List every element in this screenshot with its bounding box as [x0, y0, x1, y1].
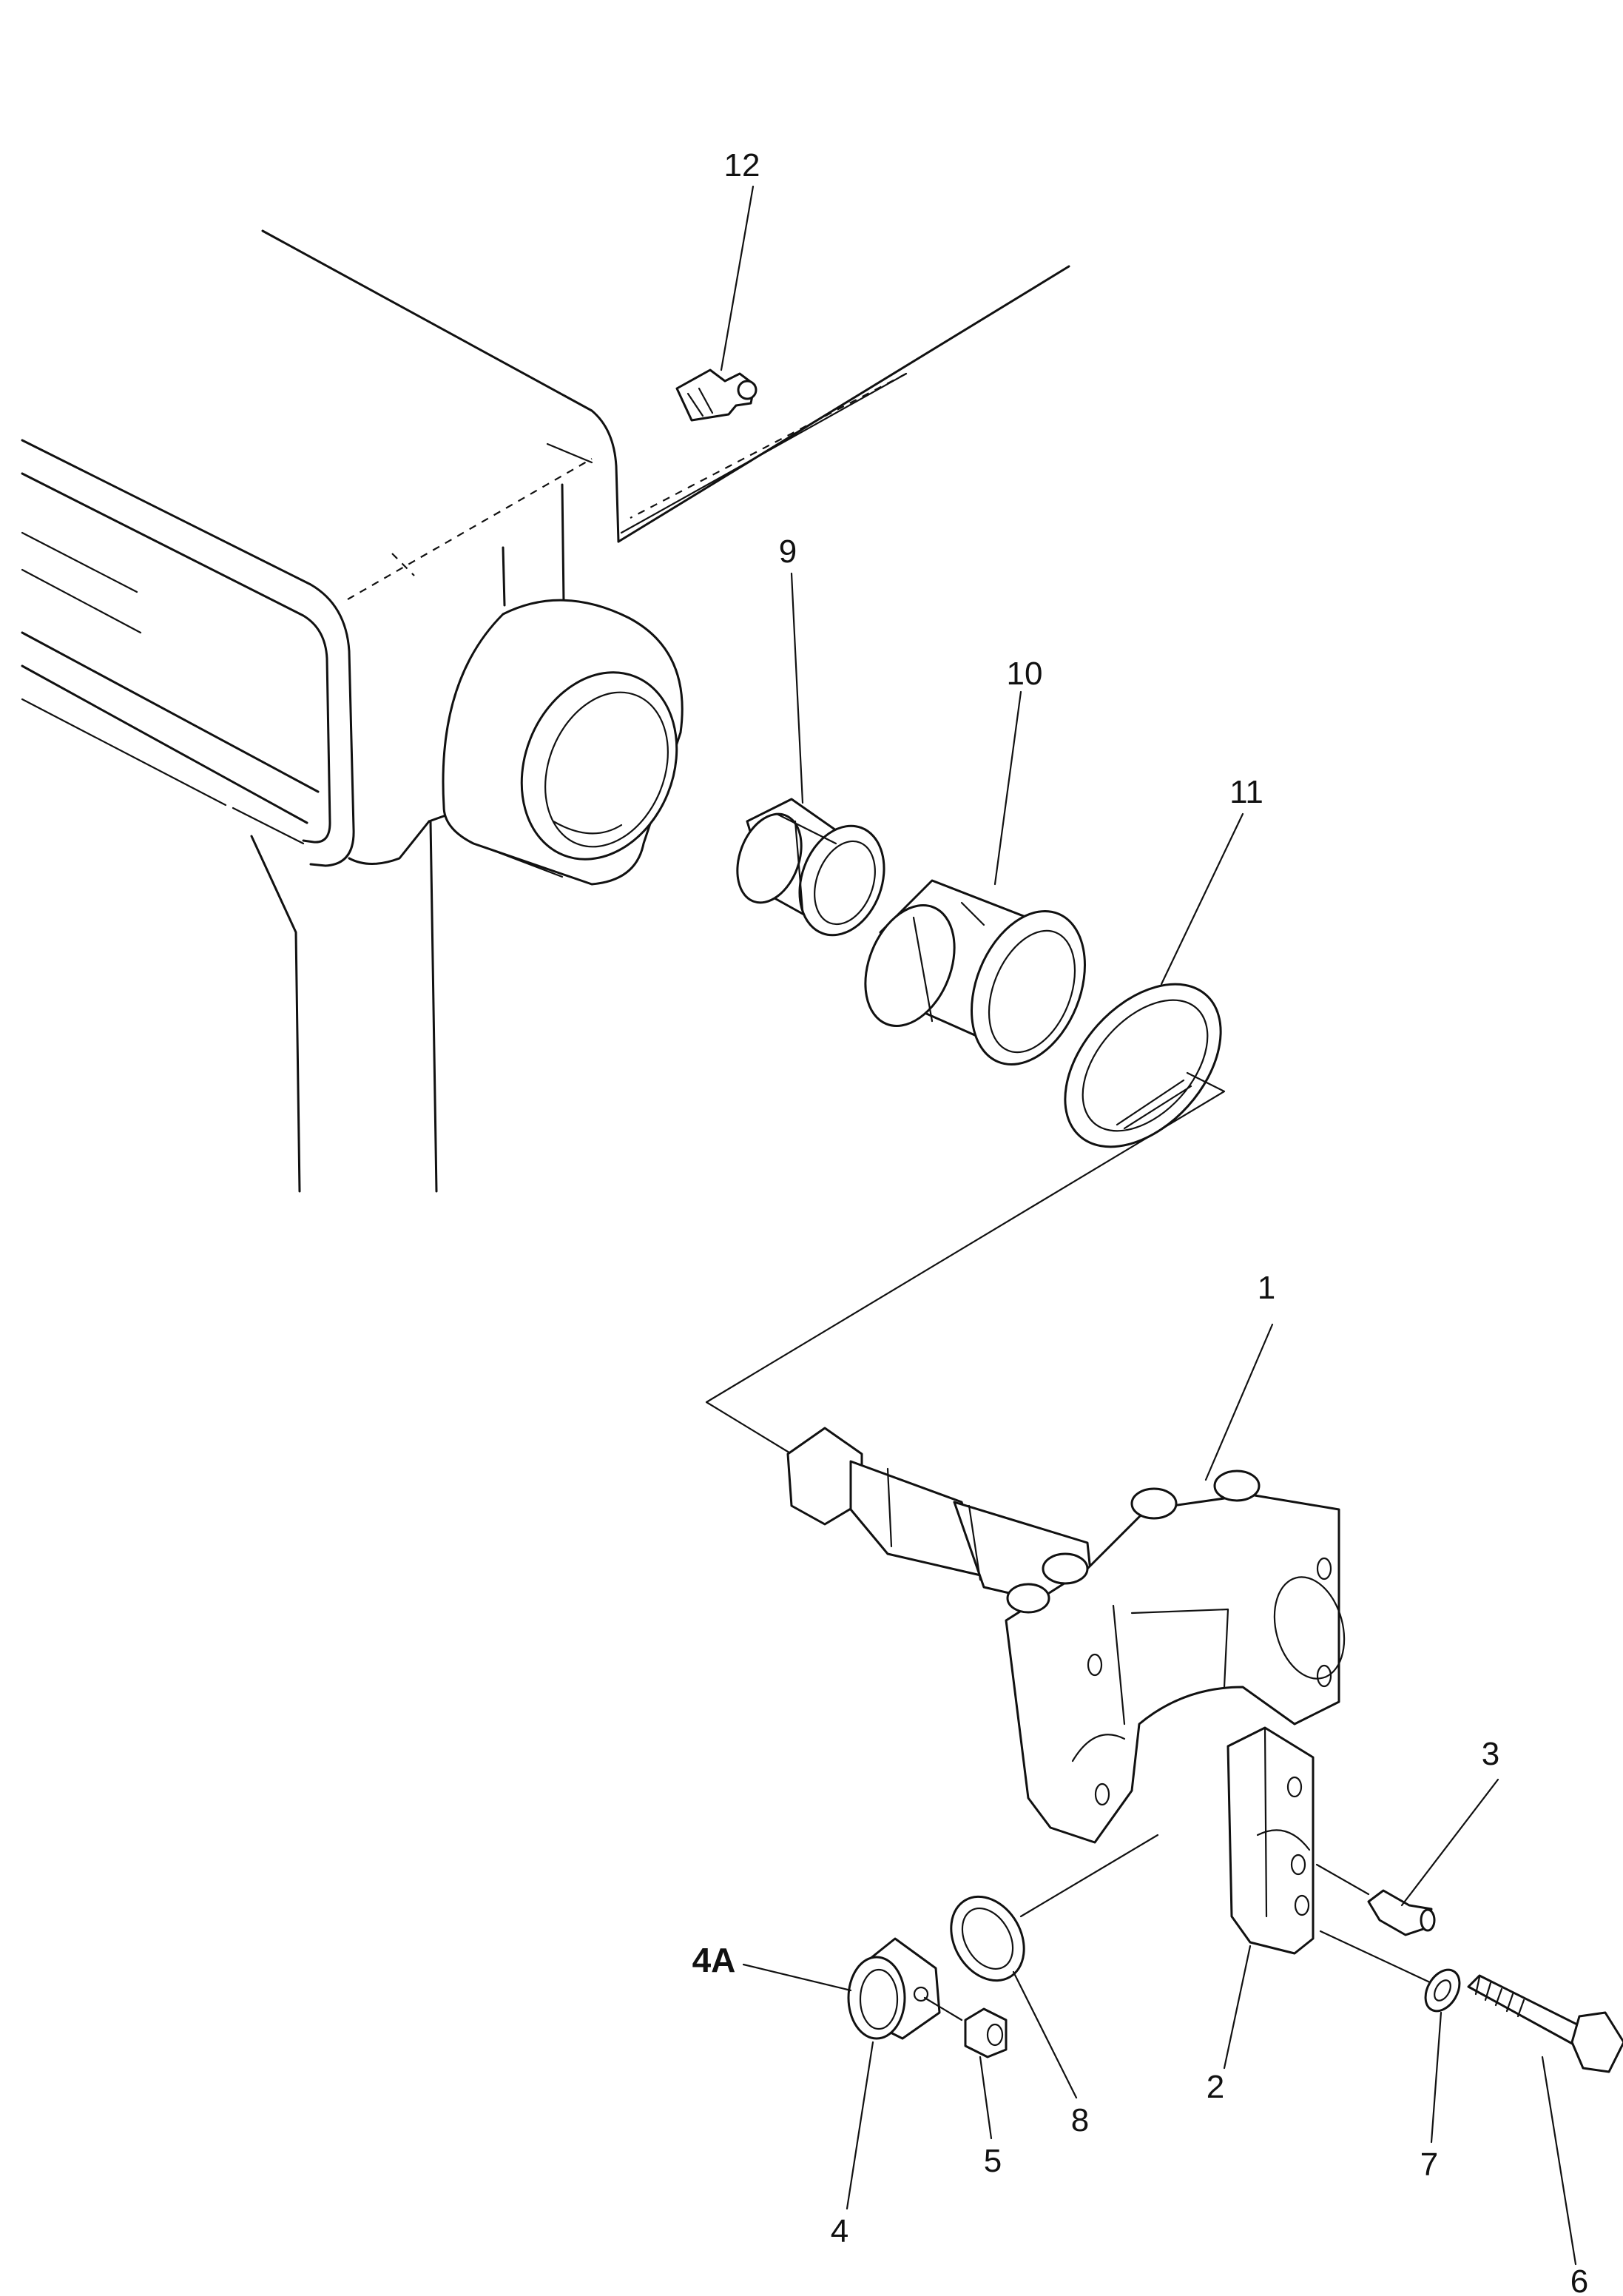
part-11-seal-ring	[1064, 983, 1222, 1148]
frame-structure	[21, 229, 1070, 1193]
callout-3: 3	[1482, 1736, 1499, 1772]
part-4-bushing	[847, 1937, 941, 2040]
callout-5: 5	[984, 2143, 1002, 2179]
callout-9: 9	[779, 533, 797, 570]
part-10-sleeve	[864, 879, 1086, 1066]
assembly-guide-line	[705, 1071, 1226, 1455]
part-9-bushing	[736, 798, 885, 937]
leader-lines	[720, 185, 1577, 2266]
callout-6: 6	[1570, 2263, 1588, 2296]
part-1-pivot-bracket	[786, 1427, 1346, 1844]
callout-10: 10	[1007, 656, 1043, 692]
callout-7: 7	[1420, 2147, 1438, 2183]
callout-4: 4	[831, 2213, 848, 2249]
part-5-plug	[923, 1996, 1008, 2058]
callout-12: 12	[724, 147, 760, 184]
part-7-washer	[1319, 1930, 1461, 2013]
pivot-boss	[442, 599, 684, 886]
part-6-bolt	[1467, 1974, 1623, 2073]
callout-labels: 12 9 10 11 1 3 2 4A 8 5 7 4 6	[692, 147, 1589, 2296]
callout-2: 2	[1207, 2069, 1224, 2105]
part-8-seal	[950, 1834, 1159, 1982]
part-2-cap	[1226, 1726, 1315, 1955]
callout-11: 11	[1229, 774, 1263, 810]
callout-1: 1	[1258, 1270, 1275, 1306]
callout-4a: 4A	[692, 1941, 736, 1979]
part-3-grease-nipple	[1315, 1863, 1436, 1936]
callout-8: 8	[1071, 2102, 1089, 2138]
part-12-grease-fitting	[675, 368, 757, 422]
